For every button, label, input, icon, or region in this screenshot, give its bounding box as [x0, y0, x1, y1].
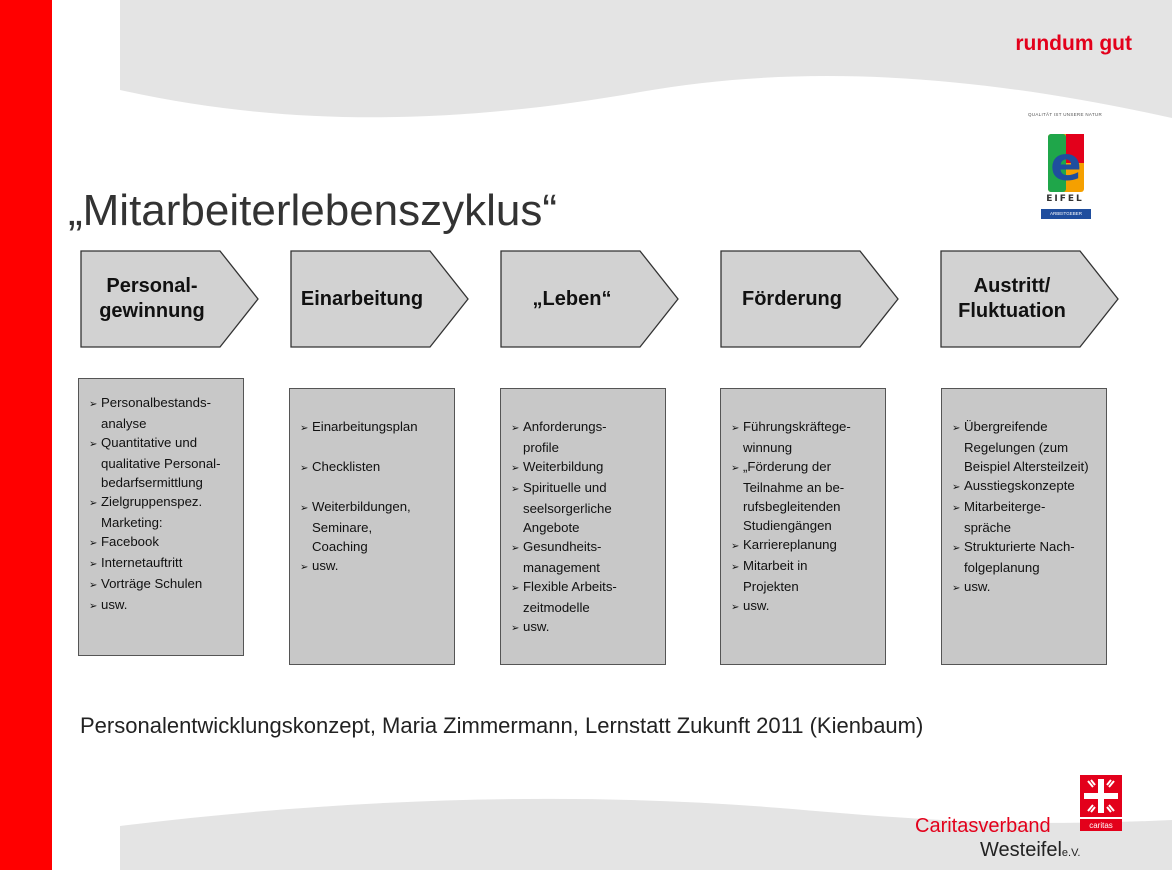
caritas-subname: Westeifele.V. [980, 839, 1080, 862]
eifel-e-icon: e [1048, 134, 1084, 192]
caritas-suffix: e.V. [1061, 847, 1081, 859]
list-item: Quantitative und qualitative Personal- b… [89, 433, 237, 492]
list-item: Internetauftritt [89, 553, 237, 574]
phase-arrow-foerderung: Förderung [720, 250, 900, 348]
source-citation: Personalentwicklungskonzept, Maria Zimme… [80, 713, 924, 738]
list-item: Mitarbeiterge- spräche [952, 497, 1104, 537]
eifel-logo-band: ARBEITGEBER [1041, 209, 1091, 219]
list-item: „Förderung der Teilnahme an be- rufsbegl… [731, 457, 879, 535]
phase-label: „Leben“ [532, 287, 612, 310]
phase-box-austritt: Übergreifende Regelungen (zum Beispiel A… [941, 388, 1107, 665]
eifel-logo-wordmark: EIFEL [1046, 194, 1084, 204]
phase-box-foerderung: Führungskräftege- winnung „Förderung der… [720, 388, 886, 665]
phase-arrow-leben: „Leben“ [500, 250, 680, 348]
list-item: Weiterbildung [511, 457, 659, 478]
caritas-region: Westeifel [980, 839, 1062, 861]
list-item: Führungskräftege- winnung [731, 417, 879, 457]
phase-label: Austritt/ Fluktuation [958, 275, 1066, 322]
list-item: Spirituelle und seelsorgerliche Angebote [511, 478, 659, 537]
list-item: usw. [300, 556, 448, 577]
phase-arrow-einarbeitung: Einarbeitung [290, 250, 470, 348]
phase-box-personalgewinnung: Personalbestands- analyse Quantitative u… [78, 378, 244, 656]
phase-arrow-personalgewinnung: Personal- gewinnung [80, 250, 260, 348]
header-tagline: rundum gut [1015, 32, 1132, 55]
list-item: Flexible Arbeits- zeitmodelle [511, 577, 659, 617]
list-item: usw. [952, 577, 1104, 598]
phase-box-leben: Anforderungs- profile Weiterbildung Spir… [500, 388, 666, 665]
list-item: Ausstiegskonzepte [952, 476, 1104, 497]
list-item: usw. [511, 617, 659, 638]
left-accent-bar [0, 0, 52, 870]
caritas-name: Caritasverband [915, 815, 1051, 837]
phase-label: Personal- gewinnung [99, 275, 205, 322]
list-item: Einarbeitungsplan [300, 417, 448, 438]
list-item: Personalbestands- analyse [89, 393, 237, 433]
list-item: Anforderungs- profile [511, 417, 659, 457]
list-item: Karriereplanung [731, 535, 879, 556]
list-item: Mitarbeit in Projekten [731, 556, 879, 596]
list-item: Strukturierte Nach- folgeplanung [952, 537, 1104, 577]
list-item: Zielgruppenspez. Marketing: [89, 492, 237, 532]
list-item: Gesundheits- management [511, 537, 659, 577]
list-item: Weiterbildungen, Seminare, Coaching [300, 497, 448, 556]
list-item: Facebook [89, 532, 237, 553]
list-item: usw. [731, 596, 879, 617]
phase-label: Förderung [742, 287, 842, 310]
phase-label: Einarbeitung [300, 287, 424, 310]
list-item: Vorträge Schulen [89, 574, 237, 595]
caritas-flame-cross-icon: caritas [1080, 775, 1122, 831]
eifel-arbeitgeber-logo: QUALITÄT IST UNSERE NATUR e EIFEL ARBEIT… [1015, 112, 1115, 230]
list-item: Übergreifende Regelungen (zum Beispiel A… [952, 417, 1104, 476]
svg-text:e: e [1050, 137, 1081, 191]
list-item: Checklisten [300, 457, 448, 478]
phase-arrow-austritt: Austritt/ Fluktuation [940, 250, 1120, 348]
eifel-logo-tagline: QUALITÄT IST UNSERE NATUR [1027, 112, 1102, 117]
caritas-badge-text: caritas [1089, 821, 1113, 830]
list-item: usw. [89, 595, 237, 616]
slide-title: „Mitarbeiterlebenszyklus“ [68, 186, 558, 235]
phase-box-einarbeitung: Einarbeitungsplan Checklisten Weiterbild… [289, 388, 455, 665]
